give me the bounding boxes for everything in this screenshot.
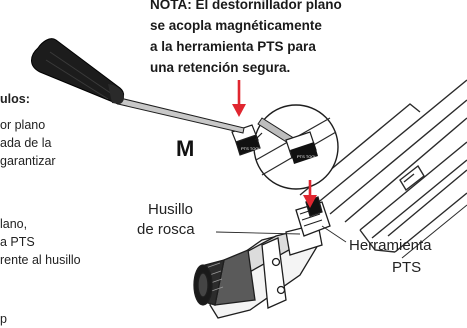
arrow-down-upper [232,80,246,117]
left-heading: ulos: [0,92,30,106]
note-line-1: NOTA: El destornillador plano [150,0,342,12]
left-line-1: or plano [0,118,46,132]
label-herramienta-line-1: Herramienta [349,237,432,254]
left-line-3: garantizar [0,154,56,168]
left-line-5: a PTS [0,235,35,249]
screwdriver [31,38,245,134]
leader-lines [215,225,347,243]
left-line-7: p [0,312,7,326]
arrow-down-lower [303,180,317,208]
note-line-2: se acopla magnéticamente [150,18,322,33]
magnified-callout: PTS TOOL [253,104,339,190]
left-line-4: lano, [0,217,28,231]
label-husillo-line-1: Husillo [148,201,194,218]
rail-assembly [299,79,467,259]
note-line-3: a la herramienta PTS para [150,39,316,54]
actuator-body [193,196,331,319]
note-line-4: una retención segura. [150,60,291,75]
left-line-2: ada de la [0,136,52,150]
small-tool-tag: PTS TOOL [241,146,261,151]
label-husillo-line-2: de rosca [137,221,195,238]
label-m: M [176,136,195,161]
label-herramienta-line-2: PTS [392,259,422,276]
left-line-6: rente al husillo [0,253,81,267]
callout-tag: PTS TOOL [297,154,317,159]
note-text: NOTA: El destornillador plano se acopla … [150,0,342,78]
